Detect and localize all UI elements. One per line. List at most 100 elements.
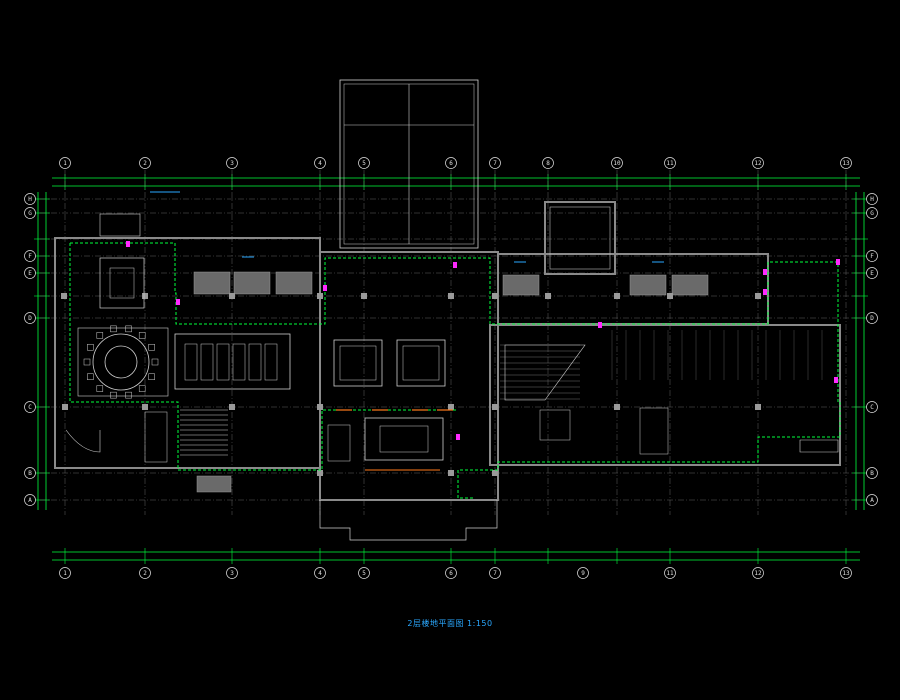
row-axis-right-B-label: B [870,470,874,477]
sw-bay [65,429,101,453]
row-axis-left-D-label: D [28,315,32,322]
magenta-marker [126,241,130,247]
column-axis-top-2 [139,157,151,169]
row-axis-left-H [24,193,36,205]
north-tower-room [544,201,616,275]
sw-window-bay [196,475,232,493]
column-axis-bottom-4 [314,567,326,579]
row-axis-left-G-label: G [28,210,32,217]
column-axis-bottom-13-label: 13 [842,570,850,577]
main-boundary-top [70,242,841,499]
magenta-marker [834,377,838,383]
green-boundary [69,191,841,499]
column-axis-top-6 [445,157,457,169]
meeting-desk [200,343,214,381]
structural-column [492,470,498,476]
column-axis-top-4 [314,157,326,169]
window-bay [671,274,709,296]
column-axis-top-11 [664,157,676,169]
magenta-marker [323,285,327,291]
elevator-shaft [539,409,571,441]
south-bay-outline [319,500,498,541]
structural-column [614,404,620,410]
main-boundary-left [69,243,458,471]
structural-column [492,293,498,299]
row-axis-right-H-label: H [870,196,874,203]
column-axis-bottom-3-label: 3 [230,570,234,577]
structural-column [317,470,323,476]
column-axis-top-3-label: 3 [230,160,234,167]
row-axis-left-A-label: A [28,497,32,504]
meeting-desk [232,343,246,381]
magenta-marker [763,289,767,295]
column-axis-bottom-5-label: 5 [362,570,366,577]
column-axis-bottom-5 [358,567,370,579]
dining-chair [110,391,117,399]
column-axis-bottom-6-label: 6 [449,570,453,577]
se-bay [799,439,839,453]
lounge-area [364,417,444,461]
column-axis-bottom-12-label: 12 [754,570,762,577]
row-axis-right-E [866,267,878,279]
row-axis-right-G [866,207,878,219]
toilet-room [639,407,669,455]
row-axis-right-G-label: G [870,210,874,217]
column-axis-top-12 [752,157,764,169]
dining-chair [87,343,94,351]
column-axis-bottom-3 [226,567,238,579]
round-table-inner [104,345,138,379]
round-table-outer [92,333,150,391]
structural-column [448,404,454,410]
small-stair [144,411,168,463]
column-axis-bottom-1 [59,567,71,579]
meeting-desk [184,343,198,381]
column-axis-top-7 [489,157,501,169]
row-axis-left-G [24,207,36,219]
row-axis-left-F [24,250,36,262]
column-axis-bottom-13 [840,567,852,579]
row-axis-right-A-label: A [870,497,874,504]
structural-column [317,293,323,299]
column-axis-bottom-9-label: 9 [581,570,585,577]
dining-chair [87,373,94,381]
window-bay [193,271,231,295]
column-axis-bottom-12 [752,567,764,579]
column-axis-top-3 [226,157,238,169]
column-axis-top-6-label: 6 [449,160,453,167]
window-bay [502,274,540,296]
hall-ceiling-feature-2-inner [402,345,440,381]
window-bay [629,274,667,296]
structural-column [755,293,761,299]
dining-chair [151,358,159,366]
structural-column [229,404,235,410]
row-axis-right-A [866,494,878,506]
window-bay [233,271,271,295]
row-axis-left-E-label: E [28,270,32,277]
structural-column [448,293,454,299]
dining-chair [96,332,104,339]
column-axis-top-11-label: 11 [666,160,674,167]
meeting-room-outline [174,333,291,390]
dining-chair [110,325,117,333]
column-axis-top-5 [358,157,370,169]
dining-chair [138,332,146,339]
structural-column [448,470,454,476]
structural-column [61,293,67,299]
structural-column [667,293,673,299]
structural-column [545,293,551,299]
column-axis-top-4-label: 4 [318,160,322,167]
row-axis-left-F-label: F [28,253,32,260]
walls [54,79,841,501]
column-axis-top-13-label: 13 [842,160,850,167]
row-axis-left-B-label: B [28,470,32,477]
column-axis-bottom-7-label: 7 [493,570,497,577]
row-axis-right-C-label: C [870,404,874,411]
dining-chair [83,358,91,366]
magenta-marker [836,259,840,265]
magenta-marker [456,434,460,440]
row-axis-right-H [866,193,878,205]
column-axis-bottom-2-label: 2 [143,570,147,577]
column-axis-top-7-label: 7 [493,160,497,167]
